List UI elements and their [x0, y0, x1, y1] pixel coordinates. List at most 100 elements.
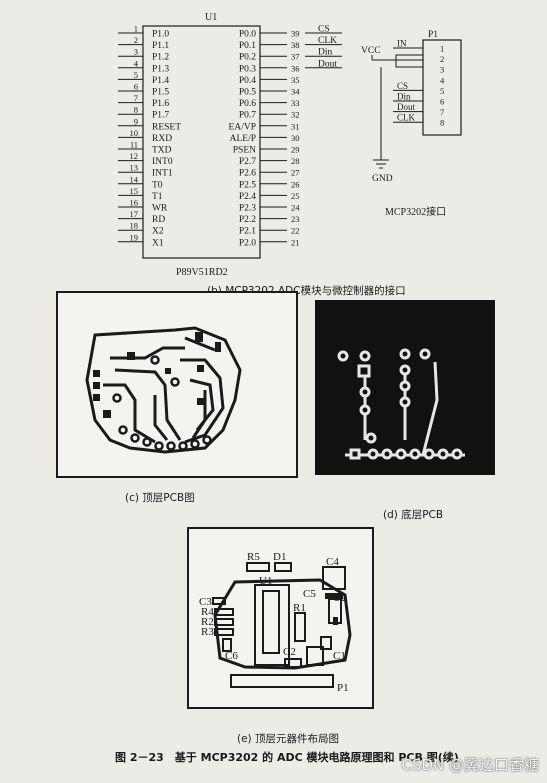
left-pin-number: 7 — [134, 93, 138, 103]
left-pin-name: P1.5 — [152, 88, 169, 98]
component-label-r3: R3 — [201, 626, 214, 638]
left-pin-name: P1.0 — [152, 30, 169, 40]
left-pin-name: P1.4 — [152, 76, 169, 86]
right-pin-number: 26 — [291, 179, 300, 189]
right-pin-name: P2.5 — [239, 180, 256, 190]
left-pin-name: INT1 — [152, 169, 173, 179]
left-pin-number: 5 — [134, 70, 138, 80]
connector-pin-number: 1 — [440, 44, 444, 54]
right-pin-name: PSEN — [233, 146, 256, 156]
left-pin-name: WR — [152, 204, 168, 214]
right-pin-name: EA/VP — [229, 122, 256, 132]
top-layer-pcb — [56, 291, 298, 478]
right-pin-number: 37 — [291, 52, 300, 62]
right-pin-number: 27 — [291, 168, 300, 178]
right-pin-number: 39 — [291, 29, 300, 39]
right-pin-number: 22 — [291, 226, 300, 236]
left-pin-name: P1.7 — [152, 111, 169, 121]
left-pin-name: P1.1 — [152, 41, 169, 51]
left-pin-name: RD — [152, 215, 165, 225]
connector-signal-label: Dout — [397, 102, 415, 112]
component-label-r4: R4 — [201, 606, 214, 618]
connector-pin-number: 2 — [440, 54, 444, 64]
right-pin-number: 30 — [291, 133, 300, 143]
component-label-c6: C6 — [225, 650, 238, 662]
right-pin-number: 32 — [291, 110, 300, 120]
left-pin-name: P1.6 — [152, 99, 169, 109]
right-pin-number: 29 — [291, 145, 300, 155]
mcu-chip-body — [142, 25, 261, 259]
component-label-c2: C2 — [283, 646, 296, 658]
right-pin-name: P0.6 — [239, 99, 256, 109]
left-pin-number: 13 — [130, 163, 139, 173]
component-label-p1: P1 — [337, 682, 349, 694]
connector-caption: MCP3202接口 — [385, 205, 446, 218]
connector-pin-number: 4 — [440, 75, 445, 85]
connector-signal-label: IN — [397, 39, 407, 49]
net-label: CS — [318, 25, 330, 35]
connector-signal-label: CS — [397, 81, 408, 91]
right-pin-name: P2.0 — [239, 238, 256, 248]
right-pin-number: 34 — [291, 87, 300, 97]
right-pin-name: P0.0 — [239, 30, 256, 40]
connector-body — [422, 39, 462, 136]
right-pin-number: 25 — [291, 191, 300, 201]
right-pin-number: 33 — [291, 98, 300, 108]
left-pin-number: 4 — [134, 58, 139, 68]
left-pin-name: RXD — [152, 134, 172, 144]
right-pin-name: P2.3 — [239, 204, 256, 214]
net-label: CLK — [318, 36, 337, 46]
bottom-layer-pcb — [315, 300, 495, 475]
component-label-r2: R2 — [201, 616, 214, 628]
left-pin-number: 11 — [130, 140, 138, 150]
right-pin-number: 36 — [291, 63, 300, 73]
left-pin-name: INT0 — [152, 157, 173, 167]
left-pin-name: X1 — [152, 238, 164, 248]
connector-pin-number: 6 — [440, 97, 444, 107]
left-pin-number: 2 — [134, 35, 138, 45]
connector-signal-label: CLK — [397, 113, 416, 123]
csdn-watermark: CSDN @翼达口香糖 — [401, 756, 539, 774]
component-label-d1: D1 — [273, 551, 286, 563]
component-label-r5: R5 — [247, 551, 260, 563]
chip-part-number: P89V51RD2 — [176, 267, 228, 278]
right-pin-name: P0.5 — [239, 88, 256, 98]
net-label: Din — [318, 48, 333, 58]
mcu-left-pins: 1P1.02P1.13P1.24P1.35P1.46P1.57P1.68P1.7… — [118, 24, 181, 248]
vcc-label: VCC — [361, 46, 381, 56]
right-pin-name: P2.4 — [239, 192, 256, 202]
component-label-u1: U1 — [259, 575, 272, 587]
caption-c: (c) 顶层PCB图 — [125, 492, 195, 504]
connector-label: P1 — [428, 30, 438, 40]
left-pin-number: 16 — [130, 198, 139, 208]
left-pin-name: T1 — [152, 192, 163, 202]
u1-label: U1 — [205, 12, 217, 23]
left-pin-name: X2 — [152, 227, 164, 237]
gnd-wire — [373, 67, 389, 169]
right-pin-number: 35 — [291, 75, 300, 85]
right-pin-name: P2.1 — [239, 227, 256, 237]
component-label-r1: R1 — [293, 602, 306, 614]
left-pin-number: 19 — [130, 232, 139, 242]
right-pin-number: 21 — [291, 237, 300, 247]
right-pin-name: P2.7 — [239, 157, 256, 167]
right-pin-name: P0.7 — [239, 111, 256, 121]
right-pin-name: P0.3 — [239, 64, 256, 74]
left-pin-name: P1.2 — [152, 53, 169, 63]
left-pin-number: 10 — [130, 128, 139, 138]
component-label-u2: U2 — [333, 592, 346, 604]
left-pin-number: 15 — [130, 186, 139, 196]
connector-pin-number: 8 — [440, 118, 444, 128]
right-pin-number: 28 — [291, 156, 300, 166]
left-pin-number: 3 — [134, 47, 138, 57]
right-pin-name: P2.2 — [239, 215, 256, 225]
left-pin-number: 18 — [130, 221, 139, 231]
right-pin-name: P0.1 — [239, 41, 256, 51]
left-pin-number: 6 — [134, 82, 138, 92]
figure-caption: 图 2－23 基于 MCP3202 的 ADC 模块电路原理图和 PCB 图(续… — [115, 751, 459, 764]
